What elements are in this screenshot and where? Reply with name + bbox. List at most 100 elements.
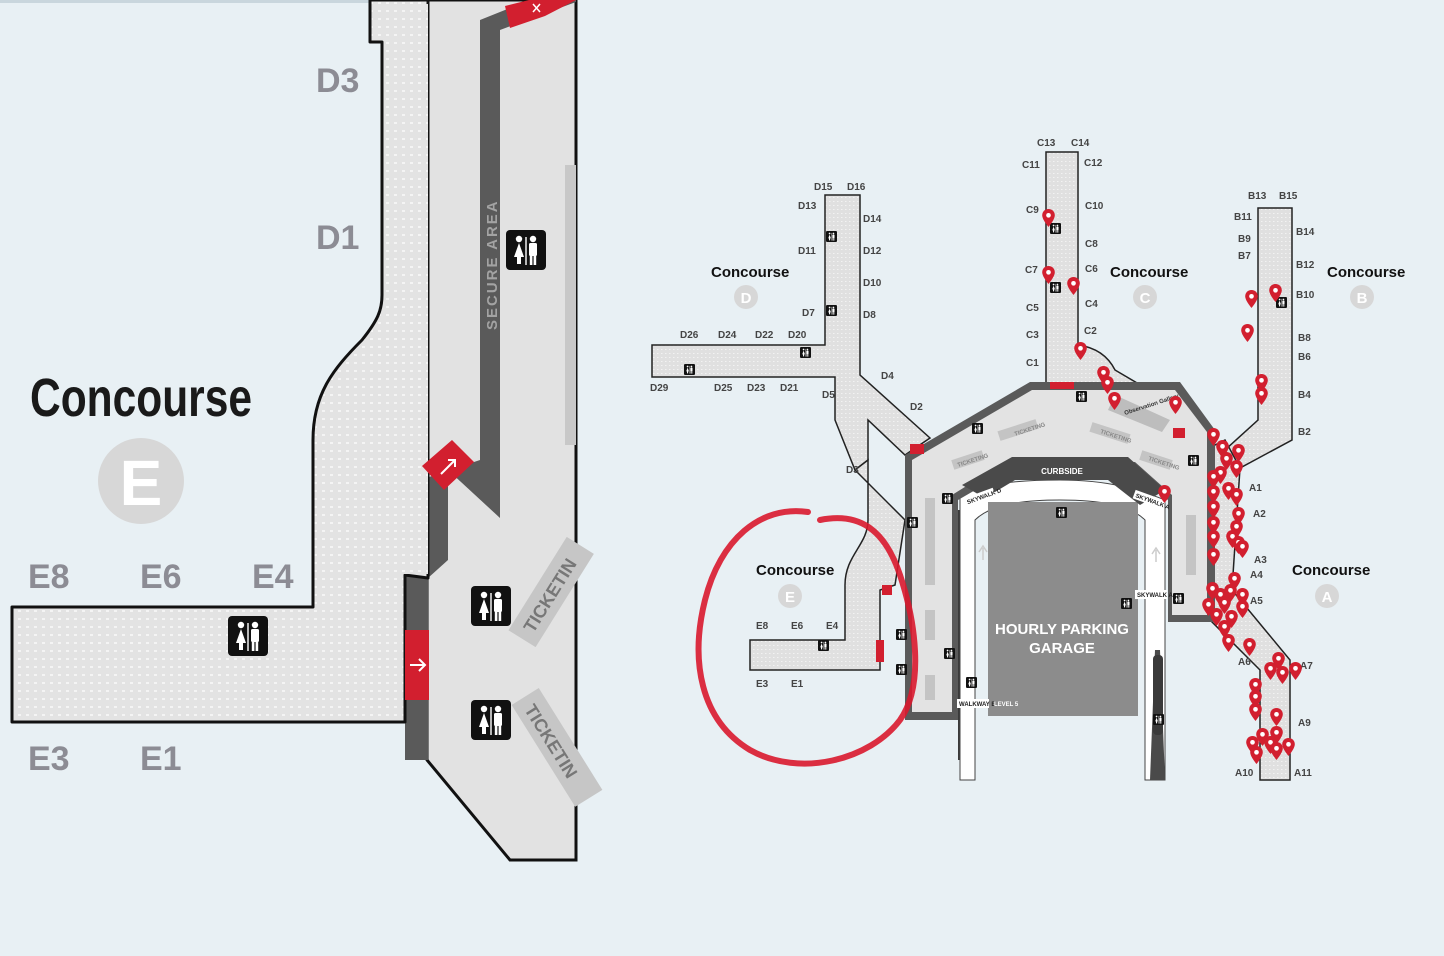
gate-label: D4 [881, 371, 894, 382]
restroom-icon [684, 364, 695, 375]
restroom-icon [506, 230, 546, 270]
gate-label: D14 [863, 214, 882, 225]
concourse-b-title: Concourse B [1327, 264, 1405, 309]
concourse-letter: D [741, 290, 752, 307]
entry-marker-low [405, 630, 429, 700]
gate-label: D25 [714, 383, 733, 394]
restroom-icon [1050, 223, 1061, 234]
gate-label: D23 [747, 383, 766, 394]
gate-label: D16 [847, 182, 866, 193]
gate-label: B9 [1238, 234, 1251, 245]
concourse-letter: E [120, 447, 163, 519]
restroom-icon [1153, 714, 1164, 725]
level-label: LEVEL 5 [994, 702, 1019, 708]
concourse-b-floor [1223, 207, 1293, 469]
concourse-a-title: Concourse A [1292, 562, 1370, 608]
gate-label: A6 [1238, 657, 1251, 668]
secure-band [405, 0, 576, 760]
restroom-icon [896, 664, 907, 675]
map-pin-icon [1245, 290, 1258, 308]
hourly-parking-garage [988, 502, 1138, 716]
overview-entry-markers [876, 382, 1185, 662]
gate-label: E8 [28, 558, 70, 596]
gate-label: C3 [1026, 330, 1039, 341]
gate-label: C14 [1071, 138, 1090, 149]
gate-label: B14 [1296, 227, 1315, 238]
entry-marker-mid [422, 440, 474, 490]
garage-title-line-1: HOURLY PARKING [995, 621, 1129, 638]
restroom-icon [471, 700, 511, 740]
concourse-badge [98, 438, 184, 524]
entry-marker-top [505, 0, 576, 28]
restroom-icon [972, 423, 983, 434]
gate-label: D15 [814, 182, 833, 193]
gate-label: E1 [791, 679, 804, 690]
gate-label: B11 [1234, 212, 1252, 223]
restroom-icon [800, 347, 811, 358]
restroom-icon [1050, 282, 1061, 293]
concourse-title: Concourse [1110, 264, 1188, 281]
gate-label: B8 [1298, 333, 1311, 344]
gate-label: B6 [1298, 352, 1311, 363]
gate-label: D21 [780, 383, 799, 394]
concourse-letter: A [1322, 589, 1333, 606]
gate-label: D29 [650, 383, 669, 394]
gate-label: E3 [756, 679, 769, 690]
gate-label: E4 [252, 558, 294, 596]
restroom-icon [1056, 507, 1067, 518]
concourse-e-title: Concourse E [756, 562, 834, 608]
gate-label: A7 [1300, 661, 1313, 672]
restroom-icon [1173, 593, 1184, 604]
gate-labels-d: D15 D16 D13 D14 D11 D12 D10 D7 D8 D26 D2… [650, 182, 923, 476]
gate-label: D13 [798, 201, 817, 212]
gate-label: D3 [846, 465, 859, 476]
gate-label: D10 [863, 278, 882, 289]
gate-label: B15 [1279, 191, 1298, 202]
restroom-icon [1121, 598, 1132, 609]
gate-label: D12 [863, 246, 882, 257]
gate-label: C4 [1085, 299, 1098, 310]
gate-labels-a: A1 A2 A3 A4 A5 A6 A7 A9 A10 A11 [1235, 483, 1313, 779]
concourse-letter: C [1140, 290, 1151, 307]
gate-label: D26 [680, 330, 699, 341]
restroom-icon [818, 640, 829, 651]
map-pin-icon [1222, 634, 1235, 652]
concourse-title: Concourse [1327, 264, 1405, 281]
restroom-icon [471, 586, 511, 626]
gate-label: A1 [1249, 483, 1262, 494]
gate-label: D8 [863, 310, 876, 321]
restroom-icon [1076, 391, 1087, 402]
gate-label: B7 [1238, 251, 1251, 262]
gate-label: A5 [1250, 596, 1263, 607]
overview-panel: CURBSIDE TICKETING TICKETING TICKETING T… [650, 138, 1405, 781]
restroom-icon [228, 616, 268, 656]
gate-label: D7 [802, 308, 815, 319]
walkway-e-label: WALKWAY E [959, 702, 995, 708]
gate-label: C2 [1084, 326, 1097, 337]
restroom-icon [942, 493, 953, 504]
map-pin-icon [1241, 324, 1254, 342]
concourse-c-title: Concourse C [1110, 264, 1188, 309]
gate-label: A10 [1235, 768, 1254, 779]
gate-label: D24 [718, 330, 737, 341]
concourse-letter: B [1357, 290, 1368, 307]
gate-labels-e: E8 E6 E4 E3 E1 [756, 621, 839, 690]
gate-label: C5 [1026, 303, 1039, 314]
restroom-icon [907, 517, 918, 528]
gate-label: C13 [1037, 138, 1056, 149]
concourse-title: Concourse [1292, 562, 1370, 579]
gate-labels-b: B13 B15 B11 B14 B9 B7 B12 B10 B8 B6 B4 B… [1234, 191, 1315, 438]
gate-label: C6 [1085, 264, 1098, 275]
concourse-title: Concourse [711, 264, 789, 281]
gate-label: E4 [826, 621, 839, 632]
gate-label: A3 [1254, 555, 1267, 566]
gate-label: B12 [1296, 260, 1315, 271]
skywalk-a-lower-label: SKYWALK A [1137, 593, 1173, 599]
concourse-floor [10, 0, 430, 724]
gate-labels-c: C13 C14 C11 C12 C10 C9 C8 C7 C6 C5 C4 C3… [1022, 138, 1104, 369]
restroom-icon [826, 231, 837, 242]
gate-label: C8 [1085, 239, 1098, 250]
gate-label: A9 [1298, 718, 1311, 729]
